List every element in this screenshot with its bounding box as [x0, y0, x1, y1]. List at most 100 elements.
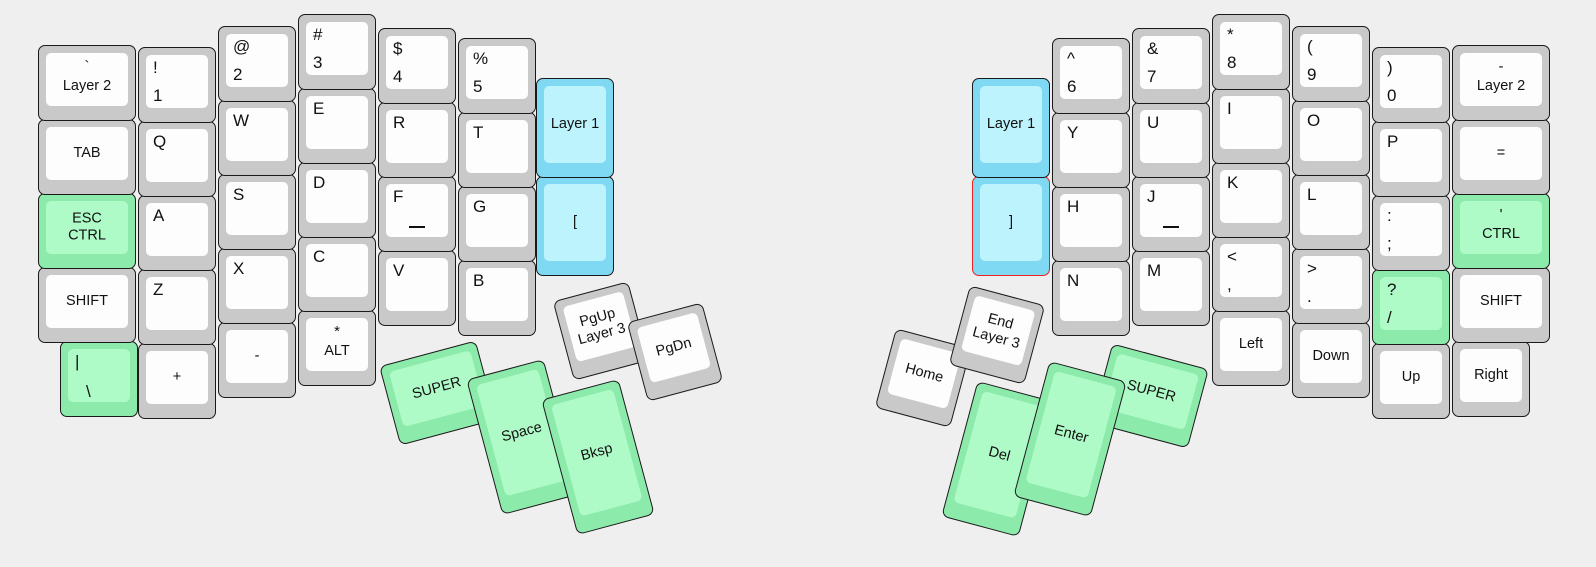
key-quote-ctrl[interactable]: ' CTRL: [1452, 193, 1550, 269]
key-0[interactable]: )0: [1372, 47, 1450, 123]
key-3[interactable]: #3: [298, 14, 376, 90]
key-7[interactable]: &7: [1132, 28, 1210, 104]
key-w[interactable]: W: [218, 100, 296, 176]
key-equal[interactable]: =: [1452, 119, 1550, 195]
key-bksp[interactable]: Bksp: [541, 379, 655, 535]
key-q[interactable]: Q: [138, 121, 216, 197]
key-s[interactable]: S: [218, 174, 296, 250]
key-legend-bottom: 5: [473, 77, 483, 96]
keycap-surface: R: [386, 110, 448, 163]
key-legend-bottom: 0: [1387, 86, 1397, 105]
key-comma[interactable]: <,: [1212, 236, 1290, 312]
key-1[interactable]: !1: [138, 47, 216, 123]
key-legend-bottom: 2: [233, 65, 243, 84]
key-d[interactable]: D: [298, 162, 376, 238]
key-pipe-backslash[interactable]: |\: [60, 341, 138, 417]
key-grave-layer2[interactable]: `Layer 2: [38, 45, 136, 121]
key-right[interactable]: Right: [1452, 341, 1530, 417]
key-legend-center: PgDn: [654, 334, 694, 360]
key-legend-center: Space: [499, 418, 544, 445]
key-legend-top: <: [1227, 247, 1237, 266]
key-o[interactable]: O: [1292, 100, 1370, 176]
key-2[interactable]: @2: [218, 26, 296, 102]
key-e[interactable]: E: [298, 88, 376, 164]
key-b[interactable]: B: [458, 260, 536, 336]
key-legend-center: ]: [1008, 213, 1014, 230]
key-shift[interactable]: SHIFT: [38, 267, 136, 343]
key-enter[interactable]: Enter: [1013, 361, 1127, 517]
key-r[interactable]: R: [378, 102, 456, 178]
keycap-surface: J: [1140, 184, 1202, 237]
key-minus-layer2[interactable]: -Layer 2: [1452, 45, 1550, 121]
key-t[interactable]: T: [458, 112, 536, 188]
key-slash[interactable]: ?/: [1372, 269, 1450, 345]
key-m[interactable]: M: [1132, 250, 1210, 326]
key-i[interactable]: I: [1212, 88, 1290, 164]
key-pgdn[interactable]: PgDn: [626, 302, 724, 402]
key-legend-top: ?: [1387, 280, 1397, 299]
key-y[interactable]: Y: [1052, 112, 1130, 188]
key-legend-center: Home: [903, 360, 946, 386]
keycap-surface: X: [226, 256, 288, 309]
key-down[interactable]: Down: [1292, 322, 1370, 398]
key-g[interactable]: G: [458, 186, 536, 262]
keycap-surface: :;: [1380, 203, 1442, 256]
key-plus[interactable]: +: [138, 343, 216, 419]
key-legend-center: SUPER: [410, 373, 463, 403]
keycap-surface: F: [386, 184, 448, 237]
key-p[interactable]: P: [1372, 121, 1450, 197]
keycap-surface: PgUp Layer 3: [562, 291, 638, 363]
key-n[interactable]: N: [1052, 260, 1130, 336]
keycap-surface: ESC CTRL: [46, 201, 128, 254]
key-z[interactable]: Z: [138, 269, 216, 345]
key-4[interactable]: $4: [378, 28, 456, 104]
key-v[interactable]: V: [378, 250, 456, 326]
key-bracket-left[interactable]: [: [536, 176, 614, 276]
keycap-surface: $4: [386, 36, 448, 89]
key-a[interactable]: A: [138, 195, 216, 271]
key-tab[interactable]: TAB: [38, 119, 136, 195]
key-k[interactable]: K: [1212, 162, 1290, 238]
key-legend-bottom: 1: [153, 86, 163, 105]
key-6[interactable]: ^6: [1052, 38, 1130, 114]
keycap-surface: Home: [886, 338, 962, 410]
key-l[interactable]: L: [1292, 174, 1370, 250]
key-legend-top: K: [1227, 173, 1239, 192]
key-star-alt[interactable]: *ALT: [298, 310, 376, 386]
key-legend-above: -: [1498, 58, 1504, 75]
key-9[interactable]: (9: [1292, 26, 1370, 102]
key-layer1-r[interactable]: Layer 1: [972, 78, 1050, 178]
keycap-surface: %5: [466, 46, 528, 99]
keycap-surface: Left: [1220, 318, 1282, 371]
key-legend-above: ': [1499, 206, 1503, 223]
key-legend-top: @: [233, 37, 251, 56]
key-layer1[interactable]: Layer 1: [536, 78, 614, 178]
key-legend-top: N: [1067, 271, 1080, 290]
key-esc-ctrl[interactable]: ESC CTRL: [38, 193, 136, 269]
key-shift-r[interactable]: SHIFT: [1452, 267, 1550, 343]
key-period[interactable]: >.: [1292, 248, 1370, 324]
key-legend-bottom: 4: [393, 67, 403, 86]
key-5[interactable]: %5: [458, 38, 536, 114]
key-minus[interactable]: -: [218, 322, 296, 398]
key-legend-center: SHIFT: [66, 292, 108, 309]
keycap-surface: Enter: [1025, 370, 1117, 499]
key-h[interactable]: H: [1052, 186, 1130, 262]
key-up[interactable]: Up: [1372, 343, 1450, 419]
keycap-surface: =: [1460, 127, 1542, 180]
keycap-surface: V: [386, 258, 448, 311]
key-left[interactable]: Left: [1212, 310, 1290, 386]
keycap-surface: Layer 1: [544, 86, 606, 163]
keycap-surface: M: [1140, 258, 1202, 311]
key-c[interactable]: C: [298, 236, 376, 312]
key-legend-center: CTRL: [1482, 226, 1520, 242]
key-bracket-right[interactable]: ]: [972, 176, 1050, 276]
key-legend-top: C: [313, 247, 326, 266]
key-8[interactable]: *8: [1212, 14, 1290, 90]
keycap-surface: -: [226, 330, 288, 383]
key-j[interactable]: J: [1132, 176, 1210, 252]
key-x[interactable]: X: [218, 248, 296, 324]
key-u[interactable]: U: [1132, 102, 1210, 178]
key-semicolon[interactable]: :;: [1372, 195, 1450, 271]
key-f[interactable]: F: [378, 176, 456, 252]
